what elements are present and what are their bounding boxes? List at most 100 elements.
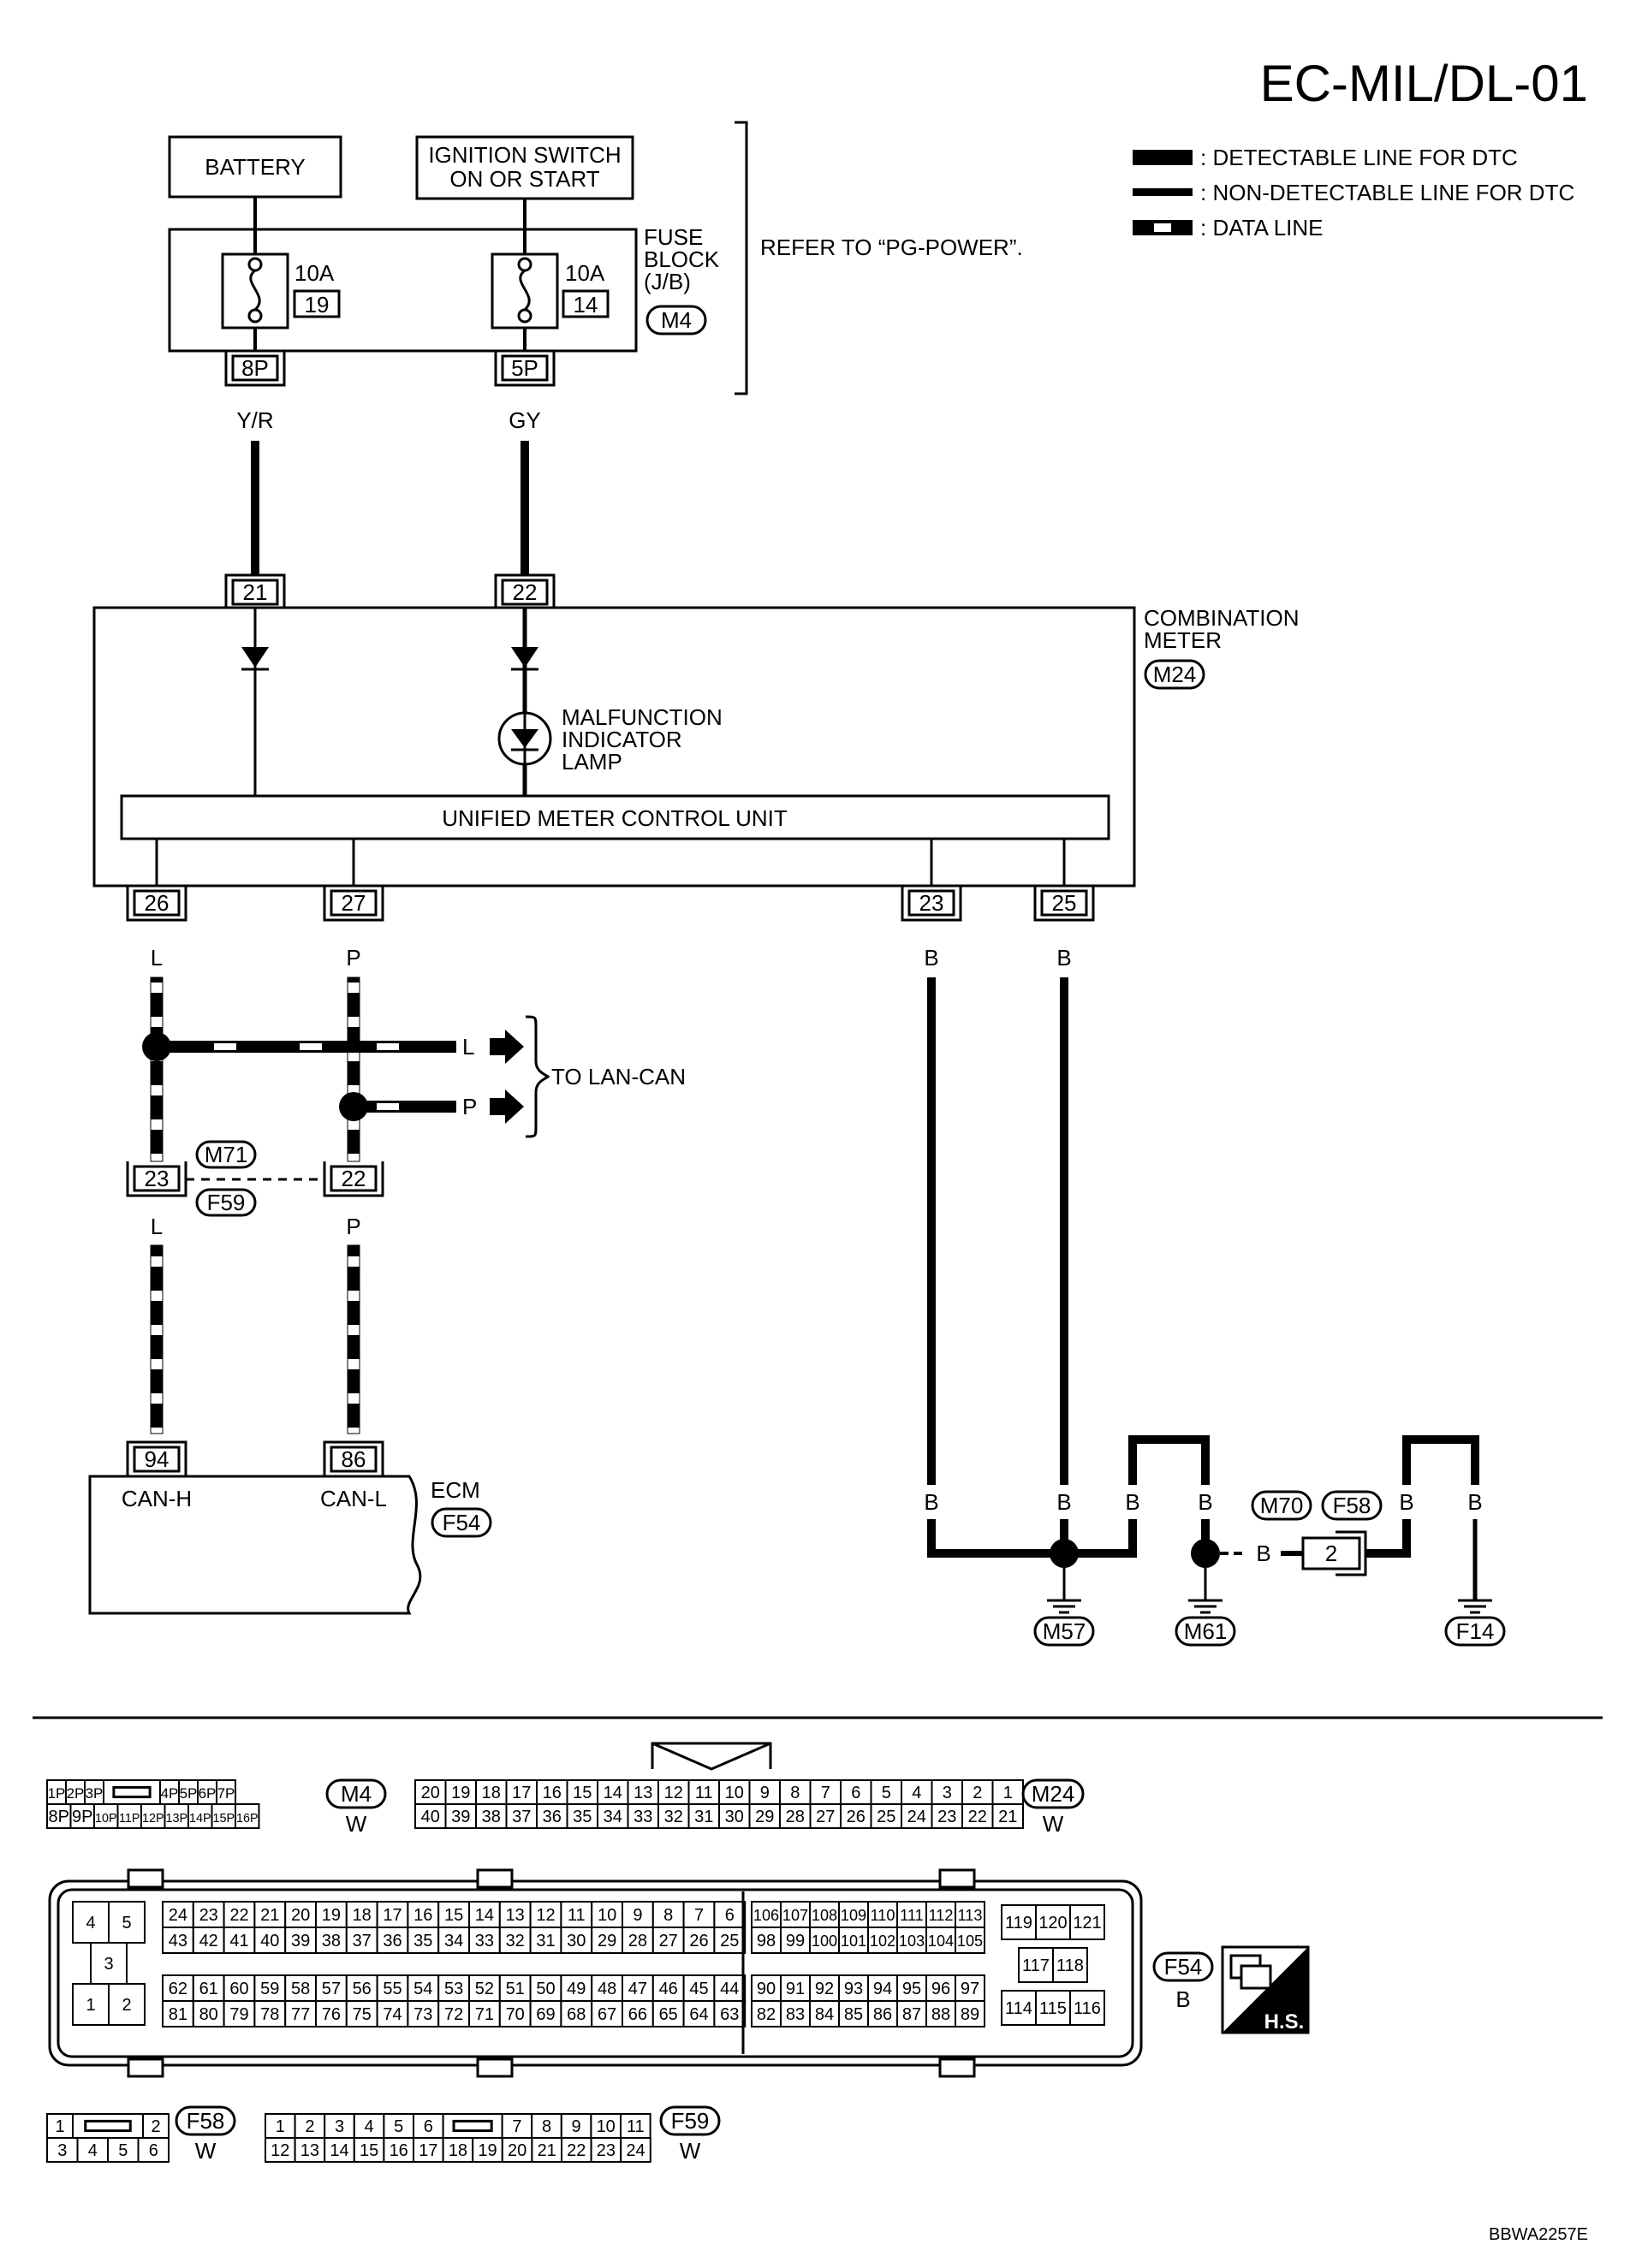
f54-pin: 112 <box>929 1907 954 1924</box>
f58-cell <box>76 2137 109 2163</box>
m24-cell <box>809 1779 842 1805</box>
wire-l-label: L <box>151 945 163 971</box>
m24-pin: 38 <box>482 1808 501 1826</box>
gnd-b-7: B <box>1467 1489 1482 1515</box>
ground-m61: M61 <box>1184 1618 1228 1644</box>
f54-pin: 11 <box>568 1906 586 1925</box>
f59-pin: 9 <box>572 2117 581 2136</box>
m24-pin: 25 <box>877 1808 895 1826</box>
m24-cell <box>748 1779 781 1805</box>
f59-pin: 8 <box>542 2117 551 2136</box>
gnd-b-4: B <box>1198 1489 1212 1515</box>
m24-pin: 22 <box>968 1808 987 1826</box>
f54-cell <box>896 1927 927 1954</box>
f54-pin: 35 <box>413 1932 432 1950</box>
battery-label: BATTERY <box>205 154 306 180</box>
ignition-label-2: ON OR START <box>449 166 599 192</box>
f59-pin: 21 <box>538 2141 556 2160</box>
pin-27 <box>323 886 384 922</box>
m24-pin: 21 <box>998 1808 1017 1826</box>
conn-f58-color: W <box>195 2138 217 2164</box>
m24-pin: 7 <box>821 1784 830 1802</box>
f54-cell <box>498 2000 532 2028</box>
m24-pin: 40 <box>421 1808 440 1826</box>
f54-pin: 84 <box>815 2005 834 2024</box>
f54-pin: 117 <box>1022 1956 1050 1975</box>
wire-p-label-lower: P <box>346 1214 360 1239</box>
m24-cell <box>961 1803 994 1829</box>
m24-pin: 26 <box>847 1808 866 1826</box>
m4-pin: 2P <box>67 1785 85 1802</box>
conn-m24-color: W <box>1043 1811 1064 1837</box>
pin-23-label: 23 <box>919 890 944 916</box>
f59-pin: 11 <box>627 2117 645 2136</box>
f54-cell <box>376 2000 409 2028</box>
ground-m57-icon <box>1047 1599 1081 1614</box>
fuse-19-number: 19 <box>305 292 330 318</box>
f54-cell <box>1052 1947 1088 1983</box>
f59-pin: 12 <box>271 2141 289 2160</box>
f54-cell <box>780 2000 811 2028</box>
f59-pin: 14 <box>330 2141 348 2160</box>
f54-pin: 103 <box>899 1933 925 1950</box>
fuse-19-amp: 10A <box>294 260 335 286</box>
f54-pin: 73 <box>413 2005 432 2024</box>
f59-cell <box>383 2113 414 2139</box>
fuse-block-label-1: FUSE <box>644 224 703 250</box>
f54-pin: 83 <box>786 2005 805 2024</box>
f54-pin: 3 <box>104 1955 113 1974</box>
f59-pin: 4 <box>365 2117 374 2136</box>
f54-pin: 100 <box>812 1933 837 1950</box>
f54-pin: 22 <box>229 1906 248 1925</box>
f54-cell <box>498 1974 532 2002</box>
f54-pin: 42 <box>199 1932 218 1950</box>
mil-label-1: MALFUNCTION <box>562 704 723 730</box>
f54-pin: 90 <box>757 1980 776 1998</box>
unified-meter-label: UNIFIED METER CONTROL UNIT <box>442 805 788 831</box>
f54-pin: 78 <box>260 2005 279 2024</box>
f54-cell <box>284 1927 318 1954</box>
m4-cell <box>164 1803 189 1829</box>
m24-cell <box>475 1803 508 1829</box>
f54-cell <box>867 1927 898 1954</box>
f54-pin: 74 <box>383 2005 402 2024</box>
f54-pin: 119 <box>1005 1914 1032 1933</box>
gnd-b-2: B <box>1056 1489 1071 1515</box>
f54-pin: 56 <box>353 1980 372 1998</box>
f54-cell <box>72 1983 110 2026</box>
f54-pin: 17 <box>383 1906 402 1925</box>
m24-pin: 28 <box>786 1808 805 1826</box>
f54-cell <box>437 2000 471 2028</box>
f54-pin: 24 <box>169 1906 187 1925</box>
f54-pin: 37 <box>353 1932 372 1950</box>
pin-86 <box>323 1440 384 1476</box>
f54-pin: 79 <box>229 2005 248 2024</box>
gnd-b-5: B <box>1256 1541 1270 1566</box>
f59-pin: 16 <box>390 2141 408 2160</box>
m24-pin: 27 <box>816 1808 835 1826</box>
m4-cell <box>69 1803 95 1829</box>
f54-pin: 54 <box>413 1980 432 1998</box>
f58-cell <box>46 2137 79 2163</box>
f54-pin: 16 <box>413 1906 432 1925</box>
f54-cell <box>345 1974 378 2002</box>
f54-pin: 18 <box>353 1906 372 1925</box>
f59-cell <box>620 2137 651 2163</box>
f54-pin: 85 <box>844 2005 863 2024</box>
f54-pin: 21 <box>260 1906 279 1925</box>
splice-l <box>142 1032 171 1061</box>
f59-cell <box>294 2113 326 2139</box>
f54-cell <box>751 1927 782 1954</box>
f59-cell <box>531 2113 562 2139</box>
joint-pin-22 <box>323 1161 384 1197</box>
f54-cell <box>108 1983 146 2026</box>
f54-pin: 33 <box>475 1932 494 1950</box>
ground-f14: F14 <box>1456 1618 1495 1644</box>
f54-cell <box>1001 1904 1037 1940</box>
legend-detectable: : DETECTABLE LINE FOR DTC <box>1200 145 1518 170</box>
m24-cell <box>597 1779 629 1805</box>
f54-pin: 67 <box>598 2005 616 2024</box>
f54-pin: 10 <box>598 1906 616 1925</box>
f54-pin: 41 <box>229 1932 248 1950</box>
